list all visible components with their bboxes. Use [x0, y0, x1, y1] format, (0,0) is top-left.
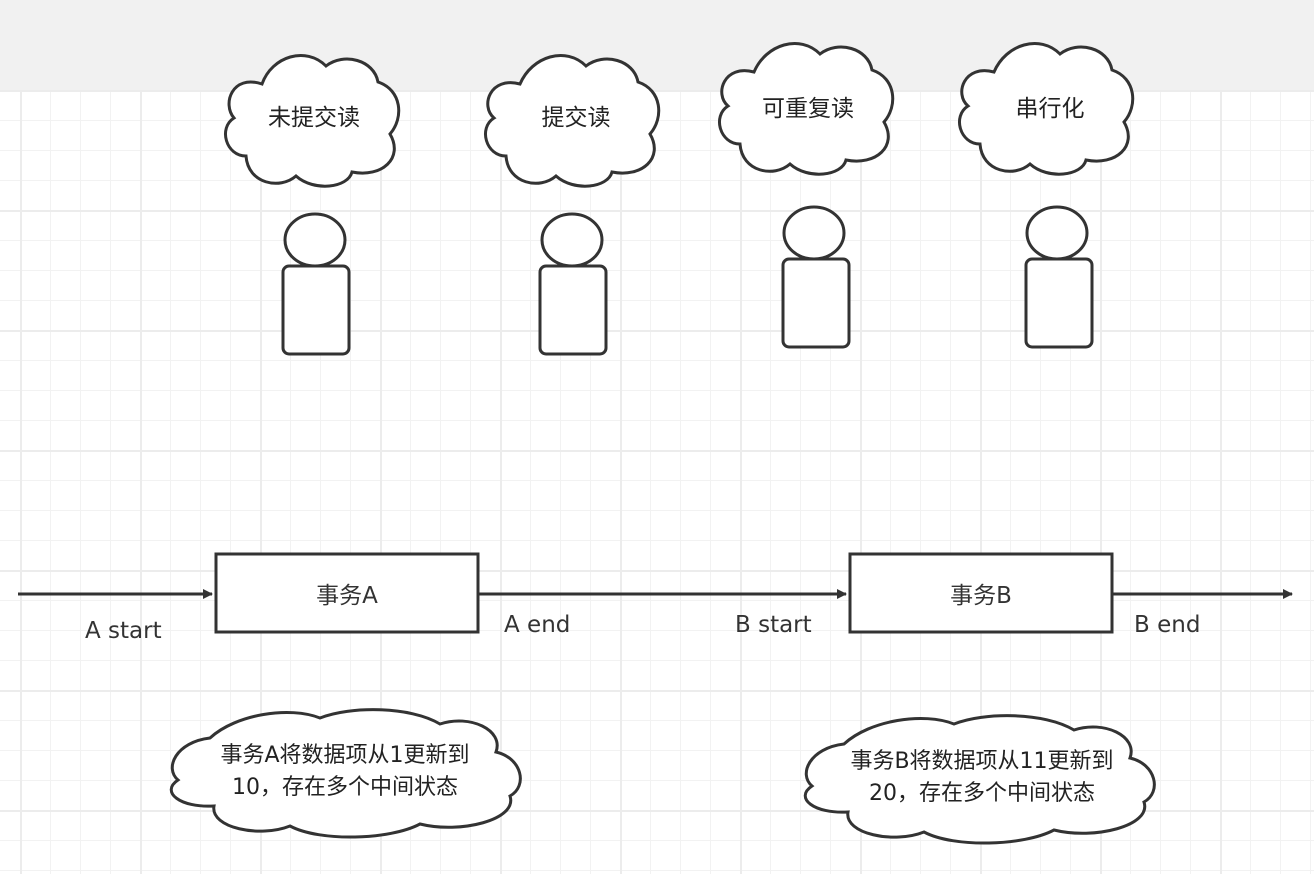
actor-repeatable-read[interactable] [781, 205, 851, 349]
note-cloud-shape-b[interactable] [803, 714, 1156, 845]
actor-read-committed[interactable] [538, 212, 608, 356]
label-b-end: B end [1134, 612, 1201, 638]
label-a-end: A end [504, 612, 571, 638]
note-cloud-shape-a[interactable] [169, 708, 522, 839]
label-a-start: A start [85, 618, 162, 644]
cloud-label-repeatable-read: 可重复读 [762, 96, 854, 122]
transaction-a-box[interactable] [214, 552, 480, 634]
note-a-line1: 事务A将数据项从1更新到 [220, 743, 470, 768]
note-b-line2: 20，存在多个中间状态 [869, 781, 1095, 806]
note-b-line1: 事务B将数据项从11更新到 [850, 749, 1114, 774]
cloud-shape-read-committed[interactable] [484, 54, 661, 188]
cloud-shape-repeatable-read[interactable] [718, 42, 895, 176]
note-a-text: 事务A将数据项从1更新到 10，存在多个中间状态 [190, 740, 500, 804]
label-b-start: B start [735, 612, 812, 638]
cloud-shape-read-uncommitted[interactable] [224, 54, 401, 188]
transaction-a-label: 事务A [316, 583, 378, 609]
cloud-shape-serializable[interactable] [958, 42, 1135, 176]
cloud-label-read-committed: 提交读 [541, 105, 611, 131]
note-a-line2: 10，存在多个中间状态 [232, 775, 458, 800]
cloud-label-serializable: 串行化 [1015, 96, 1085, 122]
actor-read-uncommitted[interactable] [281, 212, 351, 356]
transaction-b-label: 事务B [950, 583, 1012, 609]
cloud-label-read-uncommitted: 未提交读 [268, 105, 360, 131]
actor-serializable[interactable] [1024, 205, 1094, 349]
note-b-text: 事务B将数据项从11更新到 20，存在多个中间状态 [822, 746, 1142, 810]
